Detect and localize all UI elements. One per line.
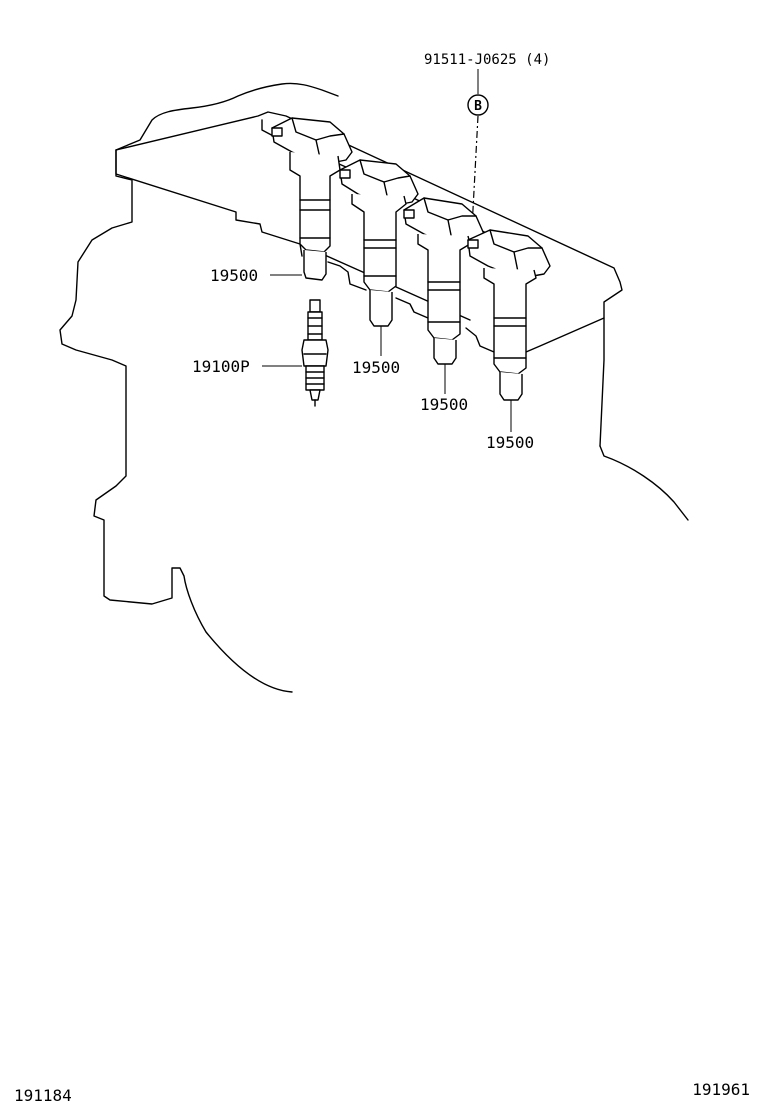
spark-plug-part-number: 19100P	[192, 357, 250, 376]
ignition-coil-2	[339, 159, 419, 327]
spark-plug	[301, 299, 329, 407]
ignition-coil-3	[403, 197, 485, 365]
bolt-marker-letter: B	[474, 99, 482, 114]
coil-part-number-4: 19500	[486, 433, 534, 452]
ignition-coil-1	[271, 117, 353, 281]
engine-outline	[59, 82, 689, 693]
bolt-marker-circle	[467, 94, 489, 116]
footer-left-code: 191184	[14, 1086, 72, 1105]
bolt-part-number: 91511-J0625 (4)	[424, 52, 550, 68]
ignition-coil-4	[467, 229, 551, 401]
coil-part-number-2: 19500	[352, 358, 400, 377]
coil-part-number-3: 19500	[420, 395, 468, 414]
bolt-reference: B	[467, 69, 489, 229]
leader-lines	[262, 274, 512, 432]
coil-part-number-1: 19500	[210, 266, 258, 285]
footer-right-code: 191961	[692, 1080, 750, 1099]
